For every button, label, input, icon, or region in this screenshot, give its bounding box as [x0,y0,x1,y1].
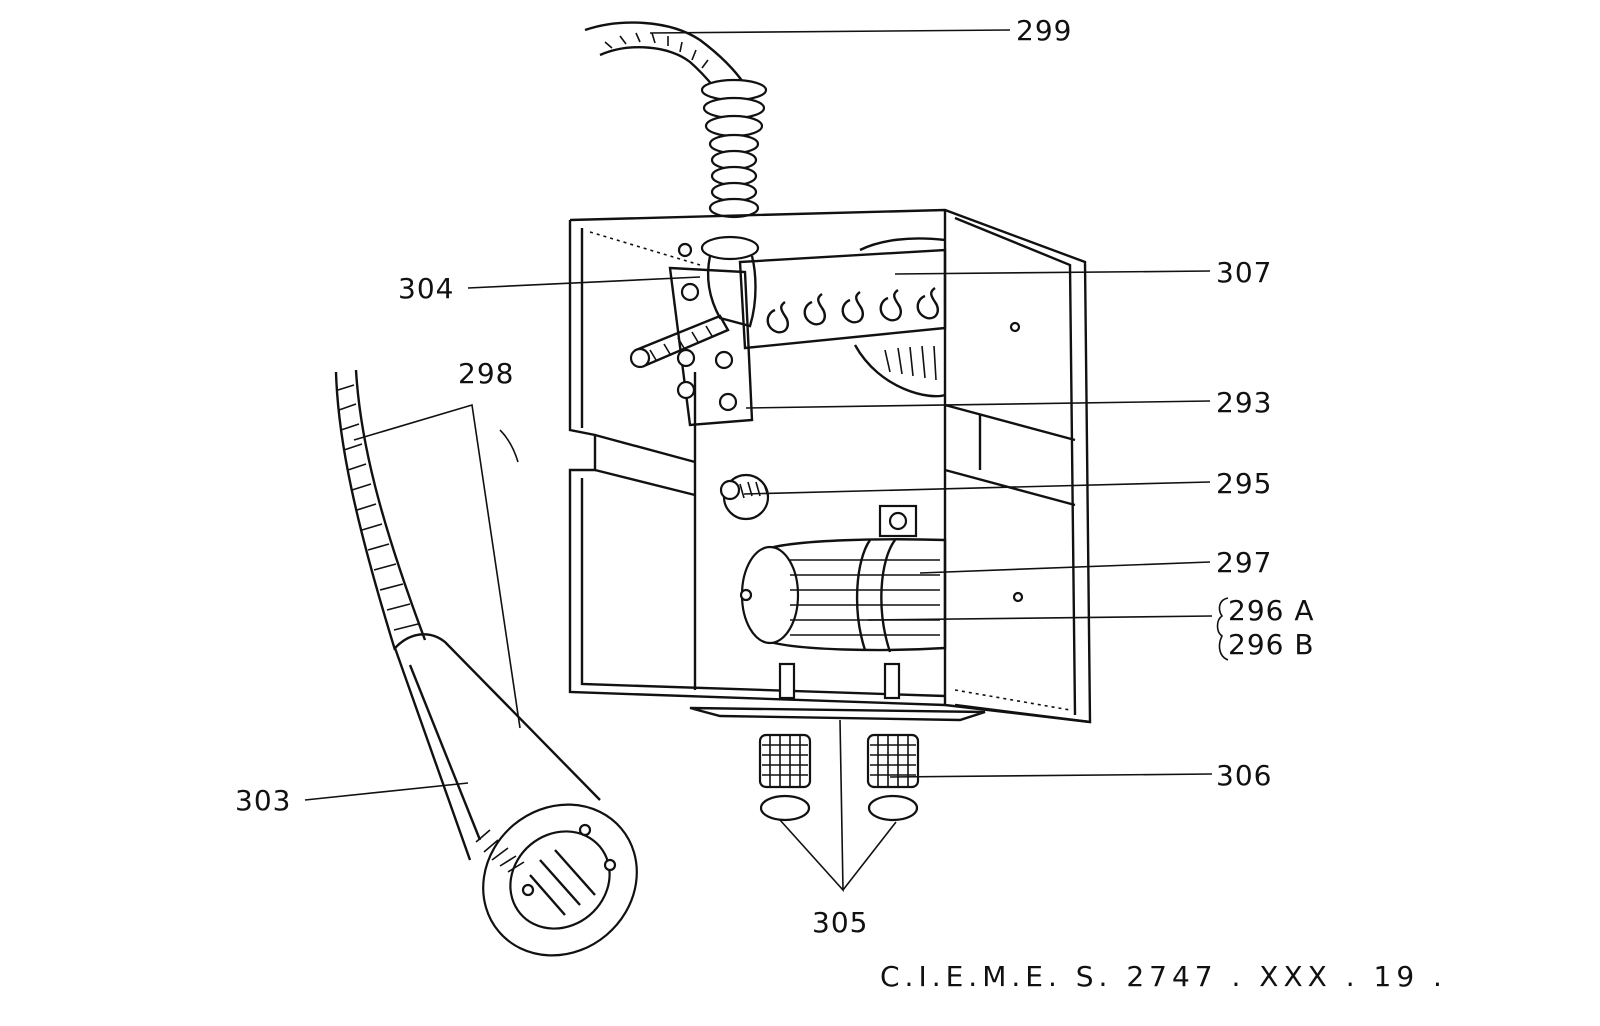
bottom-connectors [758,733,920,822]
callout-303: 303 [235,784,291,817]
terminal-lugs [766,287,939,334]
cylinder-assembly [739,504,947,700]
callout-298: 298 [458,357,514,390]
callout-296b: 296 B [1228,628,1315,661]
callout-296a: 296 A [1228,594,1315,627]
plug-handle-with-cable [334,369,638,957]
callout-304: 304 [398,272,454,305]
top-cable-with-spring [584,21,768,219]
callout-299: 299 [1016,14,1072,47]
document-reference: C.I.E.M.E. S. 2747 . XXX . 19 . [880,960,1447,993]
callout-293: 293 [1216,386,1272,419]
callout-297: 297 [1216,546,1272,579]
box-housing [568,208,1092,724]
callout-labels: 299 307 304 298 293 295 297 296 A 296 B … [235,14,1315,939]
callout-295: 295 [1216,467,1272,500]
leader-lines [304,29,1229,893]
spring-screw-clip [719,473,770,521]
callout-307: 307 [1216,256,1272,289]
callout-305: 305 [812,906,868,939]
gland-and-bracket [629,235,760,427]
cable-spring [700,78,768,219]
terminal-strip [738,237,947,398]
callout-306: 306 [1216,759,1272,792]
